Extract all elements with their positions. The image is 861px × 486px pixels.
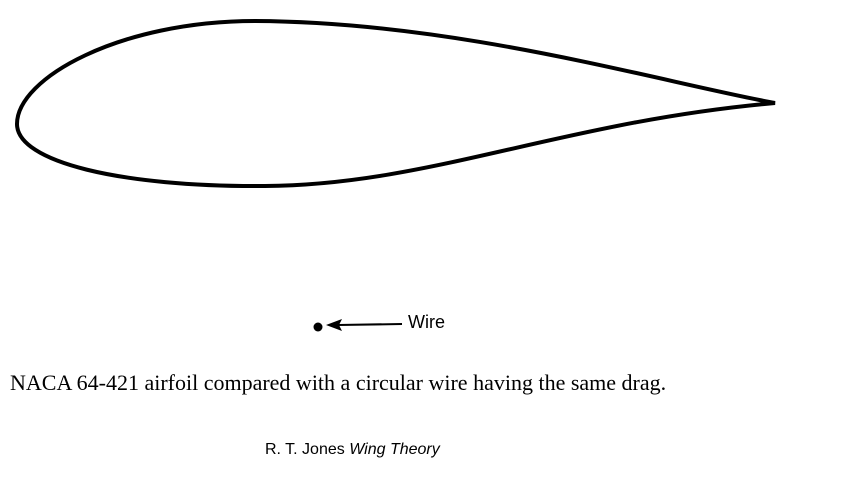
- credit-author: R. T. Jones: [265, 441, 345, 458]
- credit-title: Wing Theory: [349, 441, 440, 458]
- wire-label: Wire: [408, 312, 445, 332]
- figure-caption: NACA 64-421 airfoil compared with a circ…: [10, 370, 667, 395]
- wire-arrow-shaft: [337, 323, 403, 326]
- figure-credit: R. T. Jones Wing Theory: [265, 441, 440, 459]
- wire-dot: [313, 322, 323, 332]
- airfoil-outline: [14, 18, 776, 189]
- wire-arrow-head-icon: [326, 319, 342, 331]
